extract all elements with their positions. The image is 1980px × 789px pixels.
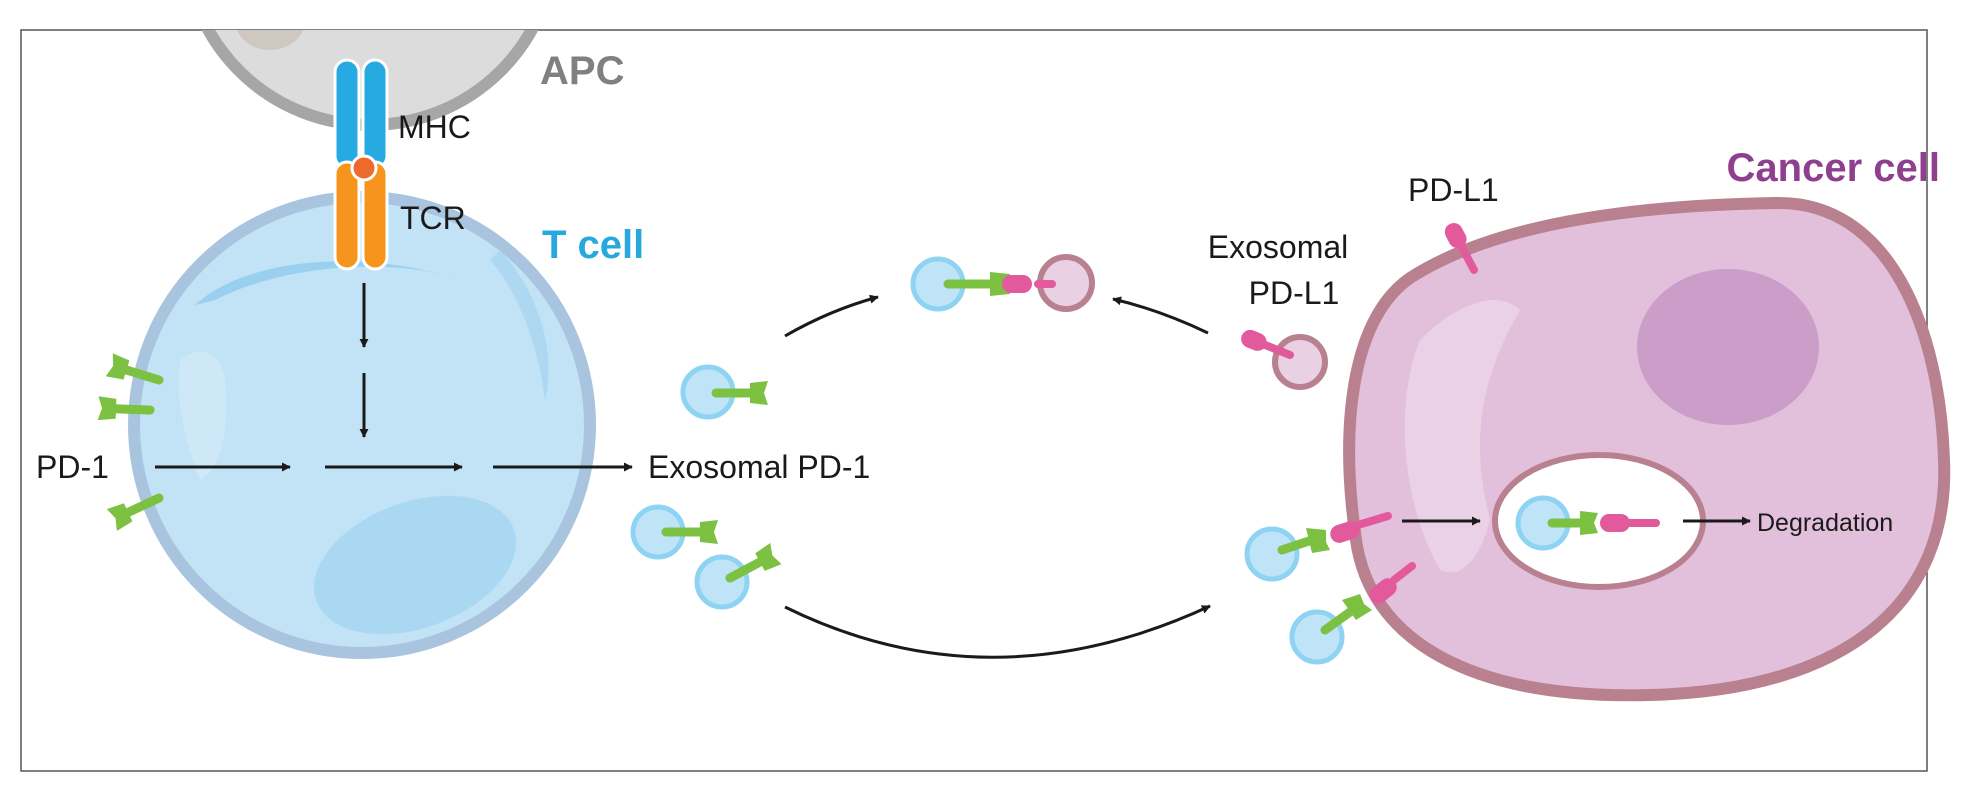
apc-label: APC [540, 49, 624, 93]
exosomal-pdl1-label-line2: PD-L1 [1249, 275, 1340, 311]
signal-arrows [155, 283, 633, 472]
exosomal-pdl1-label-line1: Exosomal [1208, 229, 1349, 265]
mhc-label: MHC [398, 109, 471, 145]
cancer-cell [1343, 196, 1951, 702]
exosomes-bound-to-cancer [1247, 512, 1416, 662]
tcr-label: TCR [400, 200, 466, 236]
exosome-binding-complex [913, 254, 1095, 312]
pd1-label: PD-1 [36, 449, 109, 485]
curved-arrows [784, 294, 1211, 659]
t-cell [128, 191, 596, 659]
exosomal-pdl1-vesicle [1238, 327, 1328, 390]
cancer-cell-label: Cancer cell [1727, 146, 1940, 190]
t-cell-label: T cell [542, 223, 644, 267]
mhc-tcr-complex [333, 58, 389, 271]
pdl1-label: PD-L1 [1408, 172, 1499, 208]
exosomal-pd1-label: Exosomal PD-1 [648, 449, 870, 485]
degradation-label: Degradation [1757, 509, 1893, 537]
